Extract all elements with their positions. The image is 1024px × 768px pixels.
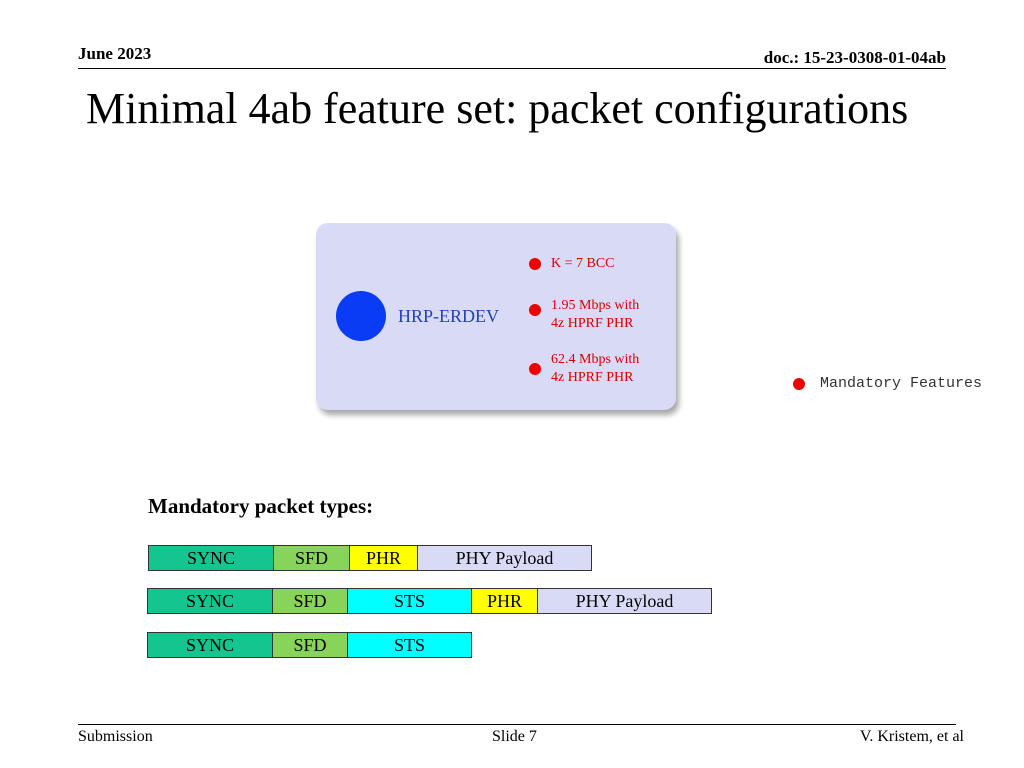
feature-line: 4z HPRF PHR — [551, 316, 634, 331]
feature-item: 62.4 Mbps with 4z HPRF PHR — [551, 351, 639, 387]
mandatory-feature-dot-icon — [529, 363, 541, 375]
field-sync: SYNC — [147, 588, 273, 614]
field-phr: PHR — [471, 588, 538, 614]
field-sts: STS — [347, 632, 472, 658]
feature-item: K = 7 BCC — [551, 255, 615, 273]
header-date: June 2023 — [78, 44, 152, 63]
feature-line: K = 7 BCC — [551, 256, 615, 271]
field-sync: SYNC — [148, 545, 274, 571]
field-phy-payload: PHY Payload — [537, 588, 712, 614]
field-sfd: SFD — [273, 545, 350, 571]
mandatory-feature-dot-icon — [529, 258, 541, 270]
slide-title: Minimal 4ab feature set: packet configur… — [86, 84, 909, 133]
field-sfd: SFD — [272, 632, 348, 658]
mandatory-feature-dot-icon — [529, 304, 541, 316]
field-sfd: SFD — [272, 588, 348, 614]
footer-slide-number: Slide 7 — [492, 728, 537, 745]
footer-author: V. Kristem, et al — [859, 728, 964, 745]
footer-divider — [78, 724, 956, 725]
packet-row-2: SYNC SFD STS PHR PHY Payload — [147, 588, 712, 614]
packet-types-heading: Mandatory packet types: — [148, 494, 374, 518]
feature-line: 62.4 Mbps with — [551, 352, 640, 367]
field-sts: STS — [347, 588, 472, 614]
field-phr: PHR — [349, 545, 418, 571]
header-divider — [78, 68, 946, 69]
packet-row-3: SYNC SFD STS — [147, 632, 472, 658]
field-sync: SYNC — [147, 632, 273, 658]
legend-label: Mandatory Features — [820, 375, 983, 392]
feature-line: 4z HPRF PHR — [551, 370, 634, 385]
header-doc-number: doc.: 15-23-0308-01-04ab — [763, 48, 946, 67]
device-label: HRP-ERDEV — [398, 306, 500, 326]
packet-row-1: SYNC SFD PHR PHY Payload — [148, 545, 592, 571]
feature-line: 1.95 Mbps with — [551, 298, 640, 313]
feature-item: 1.95 Mbps with 4z HPRF PHR — [551, 297, 639, 333]
field-phy-payload: PHY Payload — [417, 545, 592, 571]
footer-submission: Submission — [78, 728, 153, 745]
legend-dot-icon — [793, 378, 805, 390]
device-circle-icon — [336, 291, 386, 341]
